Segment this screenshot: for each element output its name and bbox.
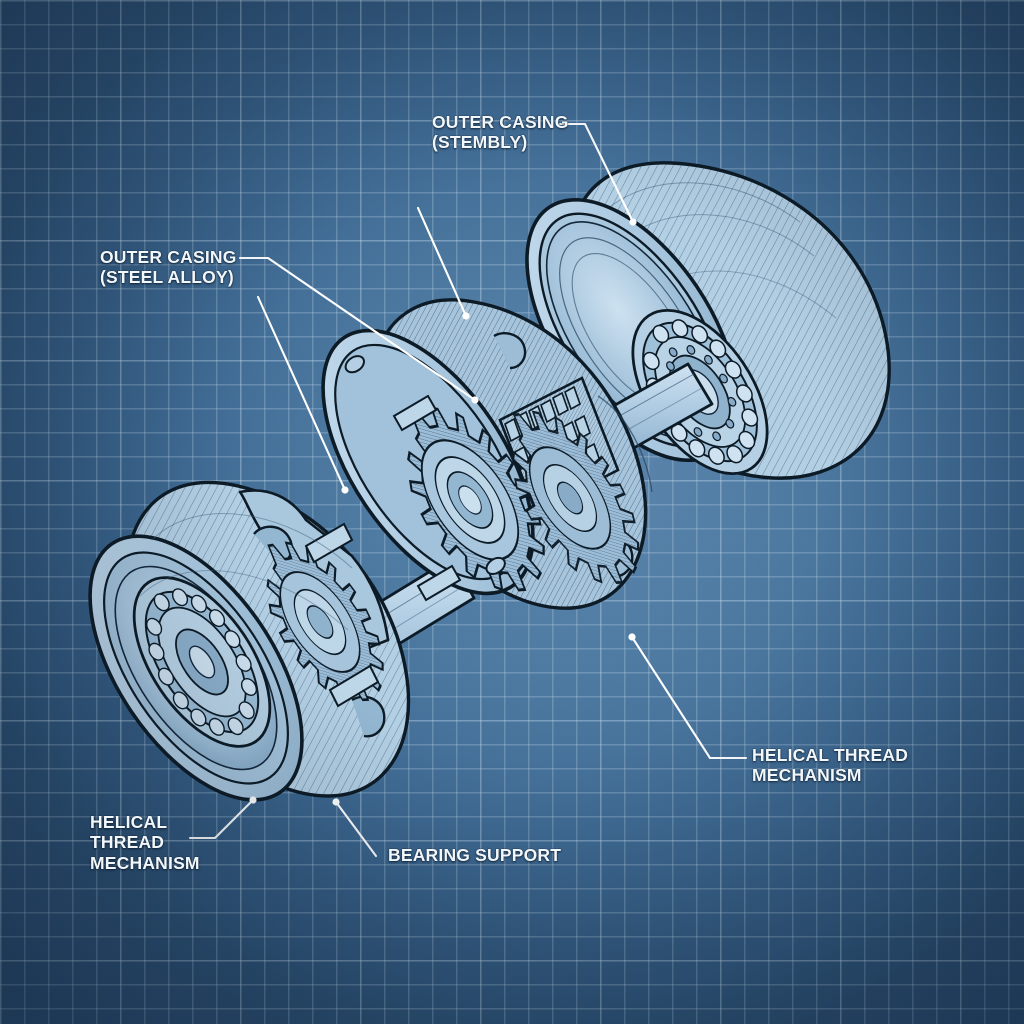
leader-steel-alloy-a [238,256,477,402]
gear-stack [368,376,669,616]
leader-bearing-support [334,800,378,858]
leader-helical-right [630,635,748,760]
leader-outer-casing-stembly [558,122,635,224]
helical-gear-left [233,518,411,722]
callout-helical-thread-mechanism-left: HELICAL THREAD MECHANISM [90,812,200,873]
callout-bearing-support: BEARING SUPPORT [388,845,562,865]
leader-casing-assembly-mid [416,206,468,318]
callout-outer-casing-stembly: OUTER CASING (STEMBLY) [432,112,569,153]
callout-helical-thread-mechanism-right: HELICAL THREAD MECHANISM [752,745,909,786]
mid-housing [321,298,669,616]
callout-outer-casing-steel-alloy: OUTER CASING (STEEL ALLOY) [100,247,237,288]
leader-helical-left [188,798,255,840]
leader-lines [188,122,748,858]
left-bearing [132,576,272,748]
leader-steel-alloy-b [256,295,347,492]
left-housing [88,480,411,802]
leader-dots [249,218,637,806]
